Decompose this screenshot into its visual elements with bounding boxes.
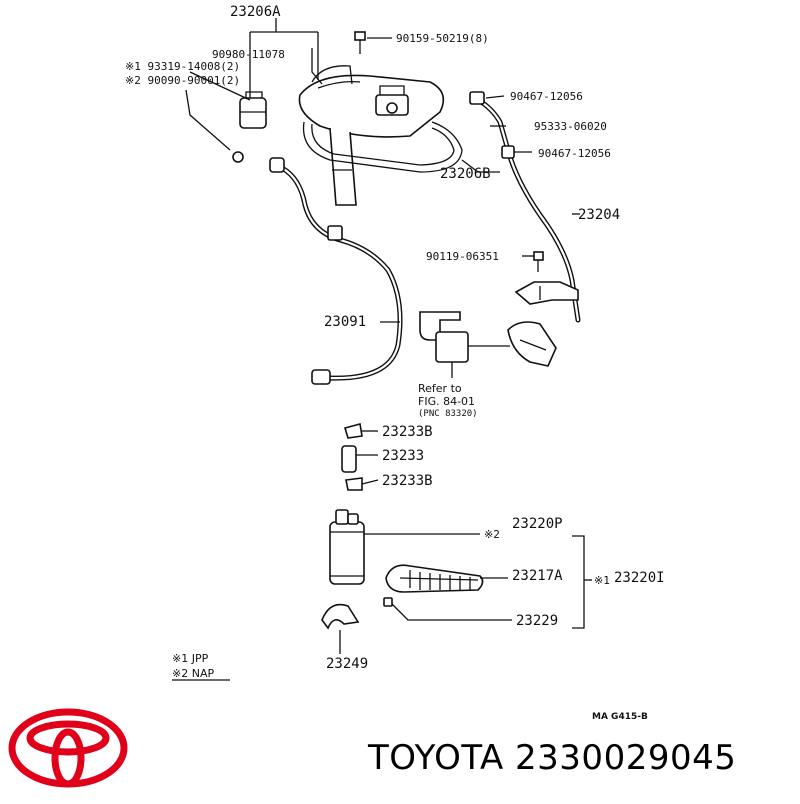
bracket-23220 — [572, 535, 592, 629]
brand-part-number: TOYOTA 2330029045 — [368, 738, 737, 778]
connector-93319 — [185, 71, 267, 163]
pump-bracket-lid — [298, 65, 445, 206]
callout-23204: 23204 — [578, 207, 620, 223]
callout-90119: 90119-06351 — [426, 250, 499, 263]
callout-23220P: 23220P — [512, 516, 563, 532]
callout-23091: 23091 — [324, 314, 366, 330]
clamp-bracket — [514, 281, 579, 305]
callout-23220I: 23220I — [614, 570, 665, 586]
marker-filter: ※1 — [594, 574, 610, 587]
callout-23233B-bottom: 23233B — [382, 473, 433, 489]
callout-90159: 90159-50219(8) — [396, 32, 489, 45]
cushion-23233B-top — [343, 423, 378, 439]
callout-23233B-top: 23233B — [382, 424, 433, 440]
callout-90980: 90980-11078 — [212, 48, 285, 61]
sender-gauge-assembly — [419, 311, 557, 378]
callout-90467-bottom: 90467-12056 — [538, 147, 611, 160]
bolt-90119 — [522, 251, 544, 272]
reference-line-2: FIG. 84-01 — [418, 395, 475, 408]
cushion-23233 — [341, 445, 378, 473]
fuel-filter-23217A — [385, 564, 508, 593]
screw-90159 — [354, 31, 392, 54]
retainer-23249 — [321, 603, 360, 654]
callout-23249: 23249 — [326, 656, 368, 672]
marker-pump: ※2 — [484, 528, 500, 541]
callout-23229: 23229 — [516, 613, 558, 629]
callout-93319: ※1 93319-14008(2) — [125, 60, 240, 73]
legend-item-2: ※2 NAP — [172, 667, 214, 680]
reference-line-3: (PNC 83320) — [418, 409, 478, 419]
callout-95333: 95333-06020 — [534, 120, 607, 133]
leader-90980 — [311, 48, 323, 85]
callout-90090: ※2 90090-90001(2) — [125, 74, 240, 87]
gasket-23206B — [302, 121, 500, 173]
callout-90467-top: 90467-12056 — [510, 90, 583, 103]
callout-23206B: 23206B — [440, 166, 491, 182]
fuel-hose-23091 — [269, 157, 403, 385]
callout-23217A: 23217A — [512, 568, 563, 584]
cushion-23233B-bottom — [345, 477, 379, 491]
leader-23206A — [249, 18, 319, 100]
callout-23233: 23233 — [382, 448, 424, 464]
fuel-pump-23220P — [329, 509, 480, 585]
callout-23206A: 23206A — [230, 4, 281, 20]
legend-item-1: ※1 JPP — [172, 652, 209, 665]
clip-23229 — [383, 597, 512, 621]
diagram-code: MA G415-B — [592, 712, 648, 722]
toyota-logo-icon — [8, 708, 128, 788]
fuel-tube-23204 — [469, 91, 581, 323]
reference-line-1: Refer to — [418, 382, 462, 395]
